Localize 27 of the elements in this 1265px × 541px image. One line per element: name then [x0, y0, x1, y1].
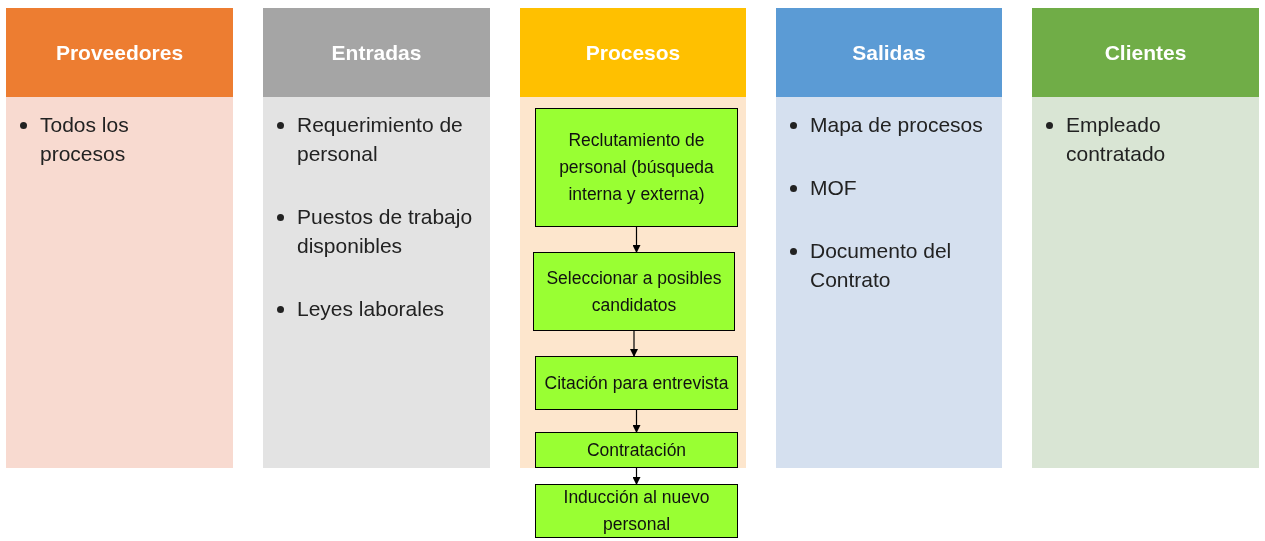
- column-header: Salidas: [776, 8, 1002, 97]
- bullet-text: Requerimiento de personal: [297, 113, 463, 165]
- process-box: Reclutamiento de personal (búsqueda interna y externa): [535, 108, 738, 227]
- arrow: [632, 226, 641, 253]
- column-panel: [1032, 8, 1259, 468]
- bullet-text: Documento del Contrato: [810, 239, 952, 291]
- arrow: [630, 330, 638, 357]
- bullet-text: Empleado contratado: [1066, 113, 1166, 165]
- column-panel: [776, 8, 1002, 468]
- bullet-text: Mapa de procesos: [810, 113, 983, 136]
- column-panel: [6, 8, 233, 468]
- process-box: Citación para entrevista: [535, 356, 738, 410]
- process-box: Inducción al nuevo personal: [535, 484, 738, 538]
- process-box: Seleccionar a posibles candidatos: [533, 252, 735, 331]
- column-panel: [263, 8, 490, 468]
- column-panel: [520, 8, 746, 468]
- bullet-text: Todos los procesos: [40, 113, 129, 165]
- column-header: Clientes: [1032, 8, 1259, 97]
- process-box: Contratación: [535, 432, 738, 468]
- column-header: Entradas: [263, 8, 490, 97]
- arrow: [632, 467, 641, 485]
- column-header: Proveedores: [6, 8, 233, 97]
- bullet-text: Puestos de trabajo disponibles: [297, 205, 473, 257]
- bullet-text: MOF: [810, 176, 857, 199]
- column-header: Procesos: [520, 8, 746, 97]
- bullet-text: Leyes laborales: [297, 297, 445, 320]
- arrow: [632, 409, 641, 433]
